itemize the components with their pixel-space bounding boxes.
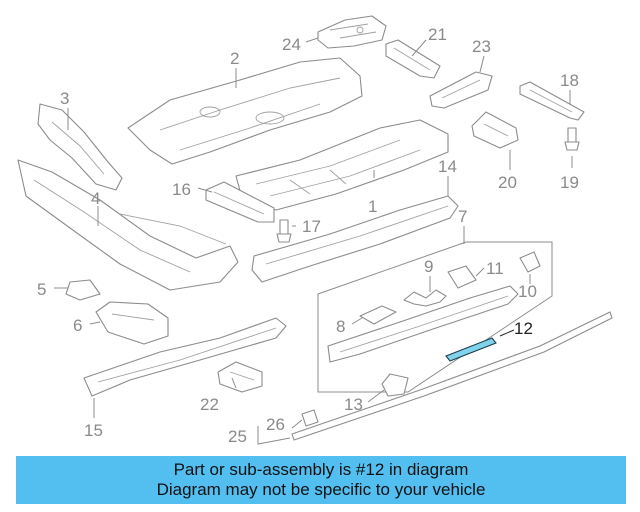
callout-24: 24: [282, 35, 301, 54]
part-2-front-floor: [127, 57, 363, 165]
callout-13: 13: [344, 395, 363, 414]
callout-20: 20: [498, 173, 517, 192]
callout-2: 2: [230, 49, 239, 68]
part-14-rocker: [251, 195, 459, 283]
part-12-highlighted: [445, 337, 497, 362]
part-17-bolt: [276, 219, 292, 243]
part-19-bolt: [564, 127, 580, 151]
part-9-bracket: [403, 289, 447, 307]
banner-line-1: Part or sub-assembly is #12 in diagram: [173, 460, 469, 479]
part-1-rear-floor: [235, 119, 449, 211]
callout-23: 23: [472, 37, 491, 56]
callout-26: 26: [266, 415, 285, 434]
part-16-bracket: [205, 181, 275, 223]
part-6-bracket: [95, 301, 169, 345]
part-7-assembly-box: [317, 226, 553, 393]
part-7-inner-rocker: [327, 285, 519, 363]
callout-6: 6: [73, 316, 82, 335]
callout-10: 10: [518, 282, 537, 301]
info-banner: Part or sub-assembly is #12 in diagram D…: [16, 456, 626, 504]
part-25-moulding: [291, 311, 613, 441]
callout-5: 5: [37, 280, 46, 299]
callout-8: 8: [336, 317, 345, 336]
callout-16: 16: [172, 180, 191, 199]
callout-17: 17: [302, 217, 321, 236]
parts-diagram: 1 2 3 4 5 6 7 8 9 10 11 12 13 14 15 16 1…: [17, 15, 613, 446]
part-21-bracket: [385, 39, 441, 79]
callout-3: 3: [60, 89, 69, 108]
part-24-bracket: [317, 15, 387, 49]
part-22-bracket: [217, 361, 263, 393]
leader-12: [499, 329, 515, 337]
part-20-bracket: [471, 111, 519, 149]
part-10-bracket: [519, 251, 541, 273]
banner-line-2: Diagram may not be specific to your vehi…: [156, 480, 486, 499]
callout-18: 18: [560, 71, 579, 90]
part-26-clip: [301, 409, 319, 427]
part-5-bracket: [65, 279, 101, 301]
part-4-rail: [17, 159, 239, 291]
leader-lines: [54, 37, 573, 445]
part-18-bracket: [519, 81, 585, 121]
callout-11: 11: [486, 259, 504, 278]
callout-22: 22: [200, 395, 219, 414]
callout-21: 21: [428, 25, 447, 44]
callout-19: 19: [560, 173, 579, 192]
part-15-sill: [83, 317, 287, 397]
callout-14: 14: [438, 157, 457, 176]
part-3-member: [37, 103, 123, 191]
part-23-bracket: [429, 71, 493, 109]
part-11-bracket: [447, 265, 477, 289]
part-8-bracket: [359, 305, 397, 325]
part-13-bracket: [381, 373, 409, 397]
callout-9: 9: [424, 257, 433, 276]
callout-15: 15: [84, 421, 103, 440]
callout-12: 12: [514, 319, 533, 338]
callout-7: 7: [458, 207, 467, 226]
callout-1: 1: [368, 197, 377, 216]
callout-4: 4: [91, 189, 100, 208]
callout-25: 25: [228, 427, 247, 446]
